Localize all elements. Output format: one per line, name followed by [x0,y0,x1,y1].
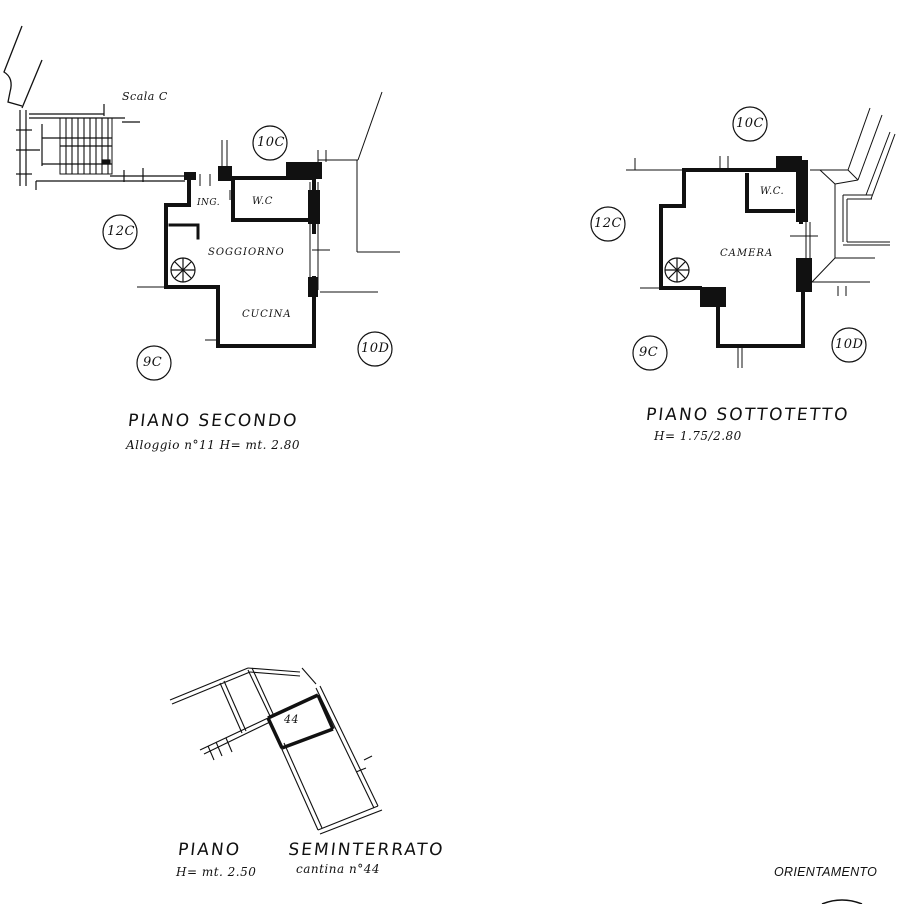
room-label-cucina: CUCINA [242,309,292,320]
piano-secondo-plan [3,25,400,381]
piano-seminterrato-plan [169,667,383,835]
room-label-soggiorno: SOGGIORNO [208,247,285,258]
plan-subtitle-piano-sottotetto: H= 1.75/2.80 [654,429,742,443]
marker-10c: 10C [257,135,285,150]
piano-sottotetto-plan [590,106,896,371]
marker-12c-sottotetto: 12C [594,216,622,231]
marker-10c-sottotetto: 10C [736,116,764,131]
orientation-label: ORIENTAMENTO [774,865,878,879]
plan-title-piano-secondo: PIANO SECONDO [126,411,300,431]
room-label-camera: CAMERA [720,248,774,259]
marker-9c: 9C [143,355,163,370]
plan-title-piano-sottotetto: PIANO SOTTOTETTO [644,405,851,425]
spiral-stair-icon [170,257,196,283]
marker-10d: 10D [361,341,390,356]
compass-icon [821,899,863,904]
staircase-label: Scala C [122,90,168,103]
spiral-stair-icon [664,257,690,283]
plan-subtitle-cantina: cantina n°44 [296,862,380,876]
marker-10d-sottotetto: 10D [835,337,864,352]
room-label-ingresso: ING. [197,198,221,208]
staircase [16,104,195,190]
room-label-wc: W.C [252,196,273,207]
plan-title-piano-seminterrato: PIANO SEMINTERRATO [176,840,446,860]
plan-subtitle-height: H= mt. 2.50 [176,865,257,879]
marker-9c-sottotetto: 9C [639,345,659,360]
plan-subtitle-piano-secondo: Alloggio n°11 H= mt. 2.80 [126,438,301,452]
room-label-cantina-44: 44 [284,713,299,726]
marker-12c: 12C [107,224,135,239]
room-label-wc-sottotetto: W.C. [760,186,785,197]
walls-piano-secondo [164,174,316,348]
